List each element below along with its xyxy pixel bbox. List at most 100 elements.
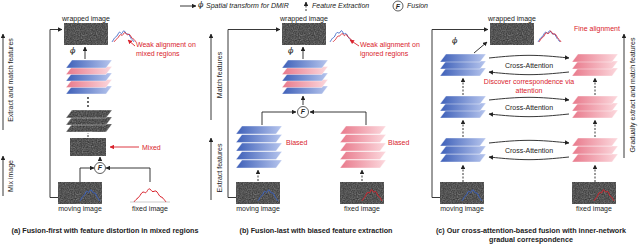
signal-curve bbox=[114, 33, 136, 42]
side-label: Extract and match features bbox=[6, 38, 15, 122]
extract-arrow bbox=[595, 78, 596, 95]
image-ground bbox=[490, 23, 534, 45]
image-noise bbox=[440, 182, 484, 204]
side-label: Extract features bbox=[215, 143, 224, 192]
signal-curve bbox=[80, 190, 100, 201]
attention-arrow bbox=[489, 55, 569, 58]
transform-symbol: ϕ bbox=[288, 46, 293, 56]
feature-plate bbox=[340, 152, 386, 160]
feature-plate bbox=[340, 160, 386, 168]
annotation: Discover correspondence via attention bbox=[483, 77, 575, 95]
side-label: Mix image bbox=[6, 160, 15, 192]
callout-arrow bbox=[350, 40, 359, 46]
feature-plate bbox=[572, 138, 618, 146]
signal-curve bbox=[134, 189, 166, 202]
extract-arrow bbox=[463, 165, 464, 182]
feature-plate bbox=[236, 135, 282, 143]
side-arrow bbox=[211, 34, 212, 120]
signal-curve bbox=[333, 34, 353, 42]
feature-plate bbox=[236, 152, 282, 160]
fusion-circle-shape bbox=[95, 163, 106, 174]
image-node: wrapped image bbox=[280, 14, 328, 45]
annotation: Biased bbox=[388, 138, 409, 147]
panel-caption: (c) Our cross-attention-based fusion wit… bbox=[426, 226, 636, 244]
legend-item: Fusion bbox=[407, 1, 428, 10]
signal-curve bbox=[594, 190, 614, 201]
image-ground bbox=[440, 182, 484, 204]
feature-plate bbox=[236, 126, 282, 134]
legend-fusion-circle bbox=[393, 1, 403, 11]
side-label: Match features bbox=[215, 52, 224, 98]
image-tile bbox=[490, 23, 534, 45]
side-label: Gradually extract and match features bbox=[628, 38, 637, 153]
image-picture bbox=[128, 182, 172, 204]
image-caption: fixed image bbox=[340, 204, 384, 213]
image-node: moving image bbox=[440, 182, 484, 213]
image-caption: wrapped image bbox=[488, 14, 536, 23]
legend-item: Feature Extraction bbox=[312, 1, 369, 10]
image-caption: moving image bbox=[236, 204, 280, 213]
feature-plate bbox=[572, 54, 618, 62]
image-caption: moving image bbox=[440, 204, 484, 213]
side-arrow bbox=[3, 34, 4, 130]
extract-arrow bbox=[595, 120, 596, 137]
annotation: Biased bbox=[286, 138, 307, 147]
image-caption: wrapped image bbox=[62, 14, 110, 23]
annotation: Fine alignment bbox=[574, 24, 620, 33]
image-noise bbox=[340, 182, 384, 204]
image-picture bbox=[490, 23, 534, 45]
image-picture bbox=[64, 23, 108, 45]
extract-arrow bbox=[595, 165, 596, 182]
extract-arrow bbox=[463, 78, 464, 95]
image-ground bbox=[58, 182, 102, 204]
feature-plate bbox=[282, 60, 328, 68]
attention-arrow bbox=[489, 72, 569, 75]
image-picture bbox=[236, 182, 280, 204]
signal-curve bbox=[538, 31, 560, 42]
attention-arrow bbox=[489, 114, 569, 117]
image-picture bbox=[572, 182, 616, 204]
attention-arrow bbox=[489, 97, 569, 100]
feature-plate bbox=[340, 135, 386, 143]
panel-caption: (b) Fusion-last with biased feature extr… bbox=[214, 226, 418, 235]
connector bbox=[106, 168, 150, 182]
connector bbox=[80, 168, 94, 182]
panel-caption: (a) Fusion-first with feature distortion… bbox=[4, 226, 206, 235]
output-arrow bbox=[474, 42, 487, 53]
transform-symbol: ϕ bbox=[198, 0, 203, 10]
label: F bbox=[396, 2, 400, 11]
image-tile bbox=[58, 182, 102, 204]
label: Cross-Attention bbox=[504, 103, 554, 112]
feature-plate bbox=[66, 110, 112, 118]
image-noise bbox=[572, 182, 616, 204]
image-tile bbox=[236, 182, 280, 204]
fusion-in-arrow bbox=[310, 112, 366, 125]
legend-item: Spatial transform for DMIR bbox=[206, 1, 289, 10]
image-node: moving image bbox=[236, 182, 280, 213]
image-caption: fixed image bbox=[128, 204, 172, 213]
extract-arrow bbox=[463, 120, 464, 137]
transform-symbol: ϕ bbox=[452, 36, 457, 46]
image-picture bbox=[340, 182, 384, 204]
ellipsis-dot bbox=[87, 101, 89, 103]
baseline bbox=[130, 202, 170, 203]
signal-curve bbox=[330, 31, 352, 42]
feature-plate bbox=[572, 96, 618, 104]
image-noise bbox=[282, 23, 326, 45]
image-node: fixed image bbox=[572, 182, 616, 213]
image-ground bbox=[572, 182, 616, 204]
image-tile bbox=[340, 182, 384, 204]
fusion-out-arrow bbox=[100, 157, 101, 161]
feature-plate bbox=[236, 143, 282, 151]
image-ground bbox=[340, 182, 384, 204]
image-node: wrapped image bbox=[62, 14, 110, 45]
signal-curve bbox=[258, 190, 278, 201]
fusion-label: F bbox=[94, 162, 106, 174]
label: Cross-Attention bbox=[504, 146, 554, 155]
feature-plate bbox=[340, 126, 386, 134]
extract-arrow bbox=[88, 133, 89, 137]
image-picture bbox=[58, 182, 102, 204]
connector bbox=[50, 30, 62, 198]
legend-arrow bbox=[180, 6, 196, 7]
